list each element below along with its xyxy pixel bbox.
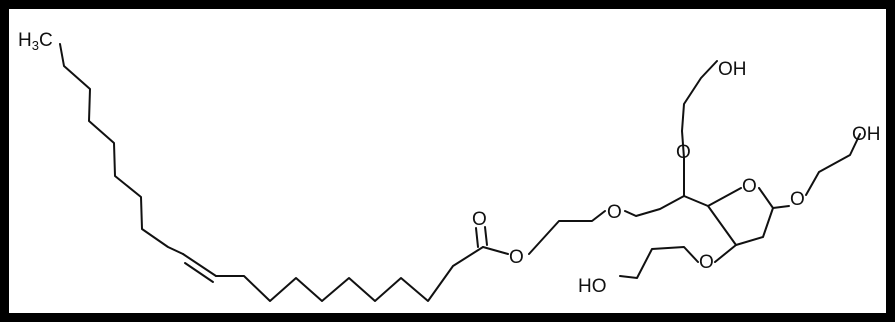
ester-group [475,226,509,255]
sorbitan-ring [683,187,774,246]
chain-ether-oxygen-label: O [607,202,622,223]
ester-bond [482,246,509,255]
right-ethoxy-arm [772,133,861,209]
ester-oxygen-label: O [509,247,524,268]
ring-right-ether-oxygen-label: O [790,189,805,210]
alkyl-chain-lower-bonds [215,246,484,302]
carbonyl-oxygen-label: O [472,209,487,230]
lower-ethoxy-arm [619,244,737,279]
ring-oxygen-label: O [742,176,757,197]
double-bond-main [182,253,217,277]
double-bond-second [184,262,214,283]
ethoxy-linker [528,195,685,255]
carbonyl-double-bond-1 [475,227,479,248]
top-hydroxyl-label: OH [718,59,747,80]
carbonyl-double-bond-2 [484,226,488,246]
bottom-hydroxyl-label: HO [578,276,607,297]
lower-ether-oxygen-label: O [699,252,714,273]
alkyl-chain-upper-bonds [59,43,184,255]
methyl-label: H3C [18,30,53,53]
right-hydroxyl-label: OH [852,124,881,145]
alkyl-chain [59,43,484,302]
upper-ethoxy-arm [681,60,718,197]
upper-ether-oxygen-label: O [676,142,691,163]
